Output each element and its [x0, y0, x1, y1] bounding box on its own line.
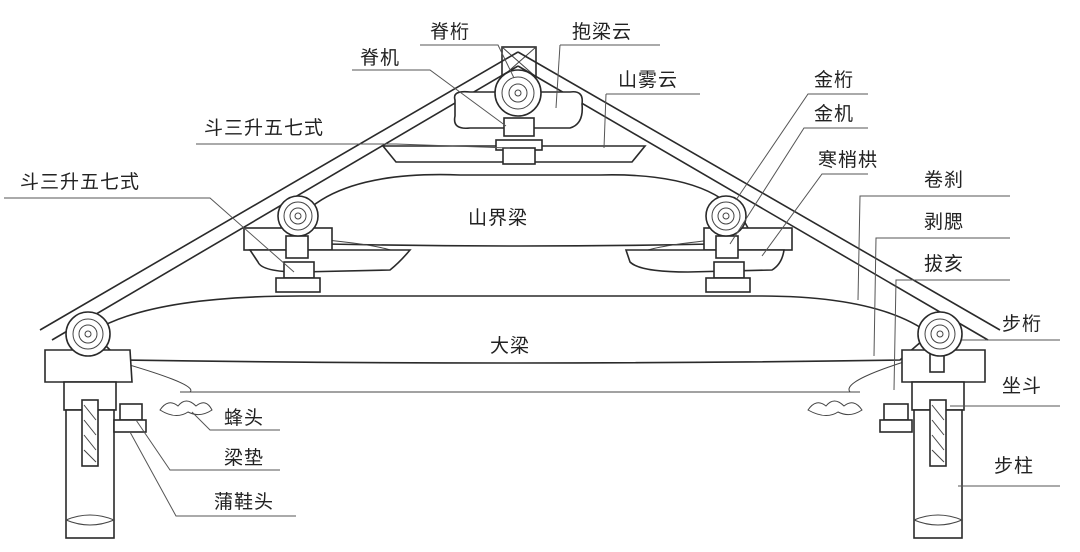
label-jiheng: 脊桁	[430, 21, 470, 43]
label-liangdian: 梁垫	[224, 447, 264, 469]
purlin-upper-left	[277, 195, 319, 237]
label-hanshaogong: 寒梢栱	[818, 149, 878, 171]
purlin-eave-left	[65, 311, 111, 357]
label-juansha: 卷刹	[924, 169, 964, 191]
label-zuodou: 坐斗	[1002, 375, 1042, 397]
purlin-ridge	[494, 69, 542, 117]
label-jinji: 金机	[814, 103, 854, 125]
label-buzhu: 步柱	[994, 455, 1034, 477]
label-baosai: 剥腮	[924, 211, 964, 233]
label-puxietou: 蒲鞋头	[214, 491, 274, 513]
label-shanwuyun: 山雾云	[618, 69, 678, 91]
leader-lines	[4, 44, 1060, 517]
labels: 脊桁 抱梁云 脊机 山雾云 斗三升五七式 斗三升五七式 金桁 金机 寒梢栱 卷刹…	[20, 21, 1042, 513]
label-buheng: 步桁	[1002, 313, 1042, 335]
purlin-upper-right	[705, 195, 747, 237]
label-jinheng: 金桁	[814, 69, 854, 91]
label-fengtou: 蜂头	[224, 407, 264, 429]
label-dousan-lower: 斗三升五七式	[20, 171, 140, 193]
label-jiji: 脊机	[360, 47, 400, 69]
label-shanjieliang: 山界梁	[468, 207, 528, 229]
label-daliang: 大梁	[490, 335, 530, 357]
ridge-bracket-set	[381, 90, 647, 165]
label-dousan-upper: 斗三升五七式	[204, 117, 324, 139]
purlin-eave-right	[917, 311, 963, 357]
right-column-assembly	[807, 349, 986, 539]
label-bahai: 拔亥	[924, 253, 964, 275]
left-column-assembly	[44, 349, 213, 539]
label-baoliangyun: 抱梁云	[572, 21, 632, 43]
